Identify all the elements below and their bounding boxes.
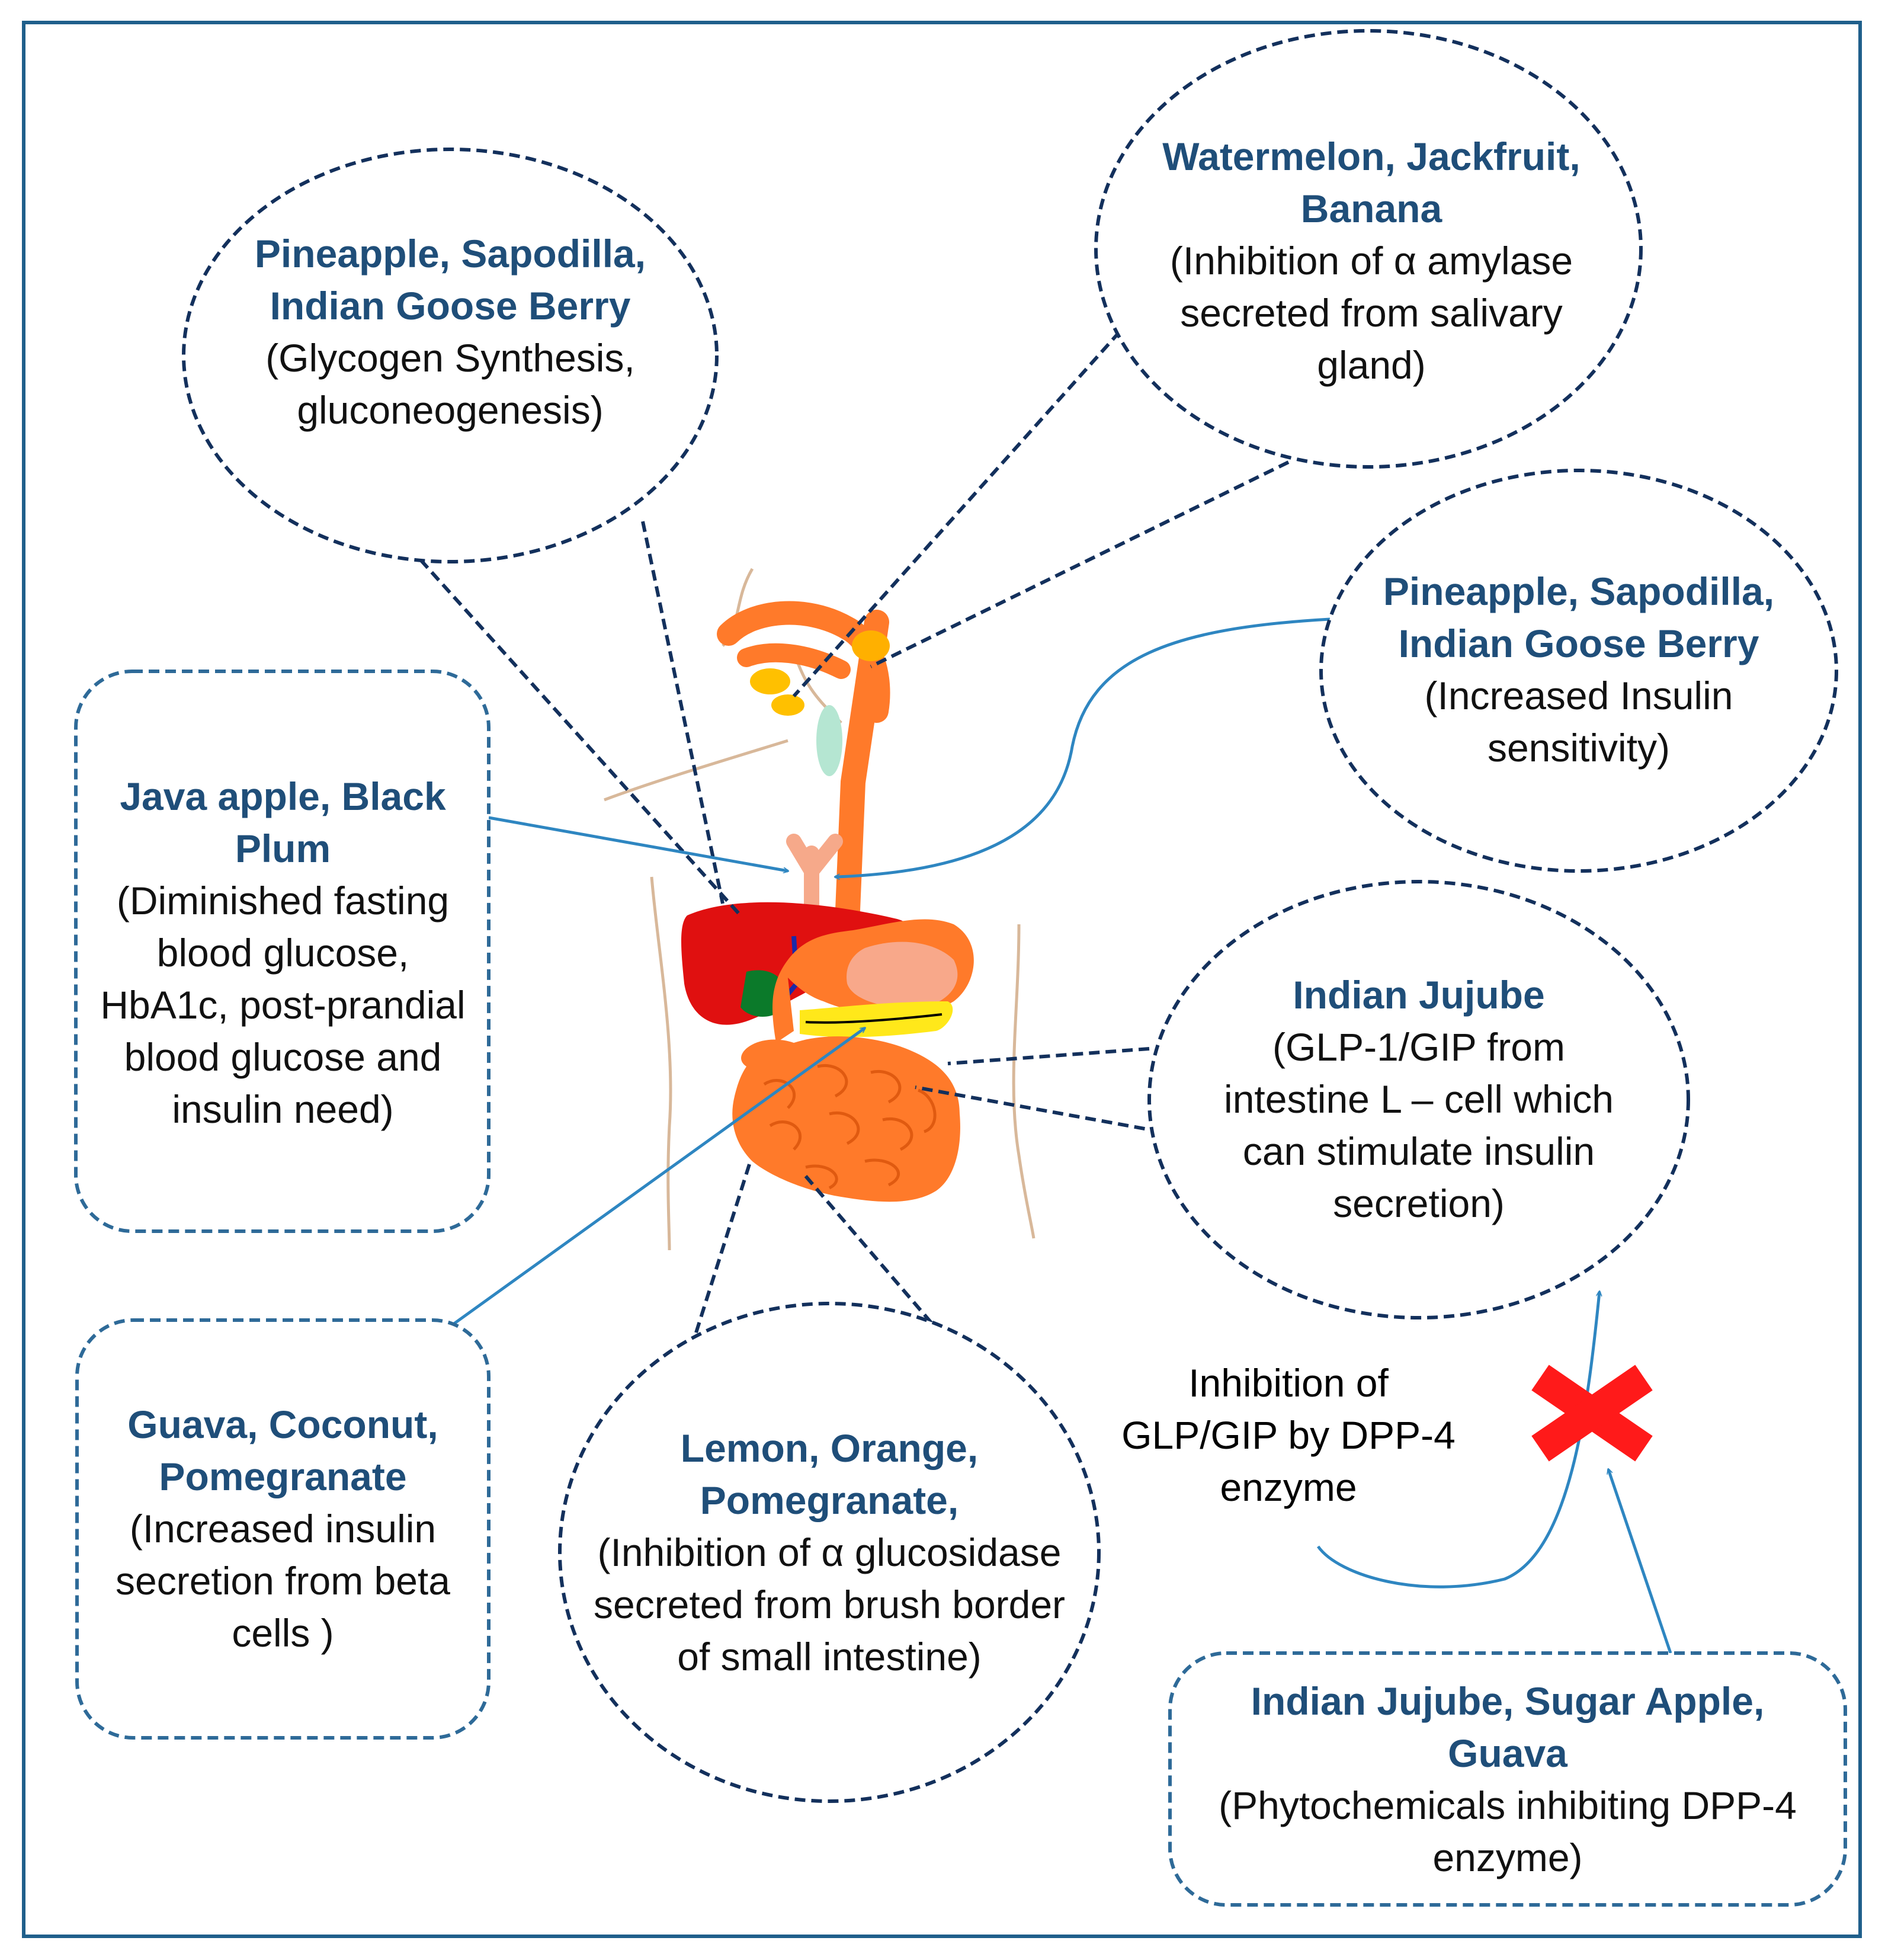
node-shapes <box>74 29 1847 1907</box>
node-fasting-desc: (Diminished fasting blood glucose, HbA1c… <box>100 878 466 1131</box>
node-liver-desc: (Glycogen Synthesis, gluconeogenesis) <box>265 336 635 432</box>
ellipse-liver <box>182 148 719 563</box>
node-beta-cells-title: Guava, Coconut, Pomegranate <box>127 1402 438 1498</box>
node-glucosidase: Lemon, Orange, Pomegranate, (Inhibition … <box>584 1386 1075 1718</box>
box-beta-cells <box>75 1318 491 1740</box>
arrow-insulin-sensitivity <box>835 617 1331 877</box>
node-liver-title: Pineapple, Sapodilla, Indian Goose Berry <box>254 232 646 328</box>
arrow-fasting <box>488 816 788 871</box>
node-fasting-title: Java apple, Black Plum <box>120 774 446 870</box>
node-dpp4-desc: (Phytochemicals inhibiting DPP-4 enzyme) <box>1219 1783 1797 1879</box>
node-beta-cells: Guava, Coconut, Pomegranate (Increased i… <box>101 1339 465 1718</box>
ellipse-glucosidase <box>558 1302 1101 1803</box>
ellipse-salivary <box>1094 29 1643 469</box>
node-insulin-sensitivity-title: Pineapple, Sapodilla, Indian Goose Berry <box>1383 569 1775 665</box>
arrow-dpp4 <box>1608 1469 1672 1654</box>
node-salivary: Watermelon, Jackfruit, Banana (Inhibitio… <box>1158 101 1585 421</box>
node-insulin-sensitivity: Pineapple, Sapodilla, Indian Goose Berry… <box>1368 530 1789 809</box>
node-dpp4-title: Indian Jujube, Sugar Apple, Guava <box>1251 1679 1765 1775</box>
node-salivary-title: Watermelon, Jackfruit, Banana <box>1162 134 1581 230</box>
node-jujube-desc: (GLP-1/GIP from intestine L – cell which… <box>1224 1025 1614 1225</box>
node-insulin-sensitivity-desc: (Increased Insulin sensitivity) <box>1424 674 1733 770</box>
ellipse-jujube <box>1147 880 1690 1320</box>
box-dpp4 <box>1168 1651 1847 1907</box>
arrows <box>452 617 1672 1654</box>
node-fasting: Java apple, Black Plum (Diminished fasti… <box>98 702 468 1203</box>
ellipse-insulin-sensitivity <box>1319 469 1838 873</box>
node-jujube: Indian Jujube (GLP-1/GIP from intestine … <box>1217 939 1620 1259</box>
red-x-icon <box>1531 1365 1653 1462</box>
node-beta-cells-desc: (Increased insulin secretion from beta c… <box>116 1507 450 1655</box>
node-jujube-title: Indian Jujube <box>1293 973 1545 1017</box>
arrow-beta-cells <box>452 1028 865 1326</box>
connectors <box>419 331 1290 1343</box>
node-liver: Pineapple, Sapodilla, Indian Goose Berry… <box>231 166 669 498</box>
node-glucosidase-title: Lemon, Orange, Pomegranate, <box>680 1426 979 1522</box>
box-fasting <box>74 670 491 1233</box>
node-glucosidase-desc: (Inhibition of α glucosidase secreted fr… <box>593 1530 1066 1679</box>
digestive-system-illustration <box>604 568 1036 1251</box>
node-salivary-desc: (Inhibition of α amylase secreted from s… <box>1169 239 1573 387</box>
outer-frame <box>22 21 1862 1938</box>
node-dpp4: Indian Jujube, Sugar Apple, Guava (Phyto… <box>1197 1671 1819 1887</box>
label-dpp-inhibition: Inhibition of GLP/GIP by DPP-4 enzyme <box>1121 1361 1456 1509</box>
